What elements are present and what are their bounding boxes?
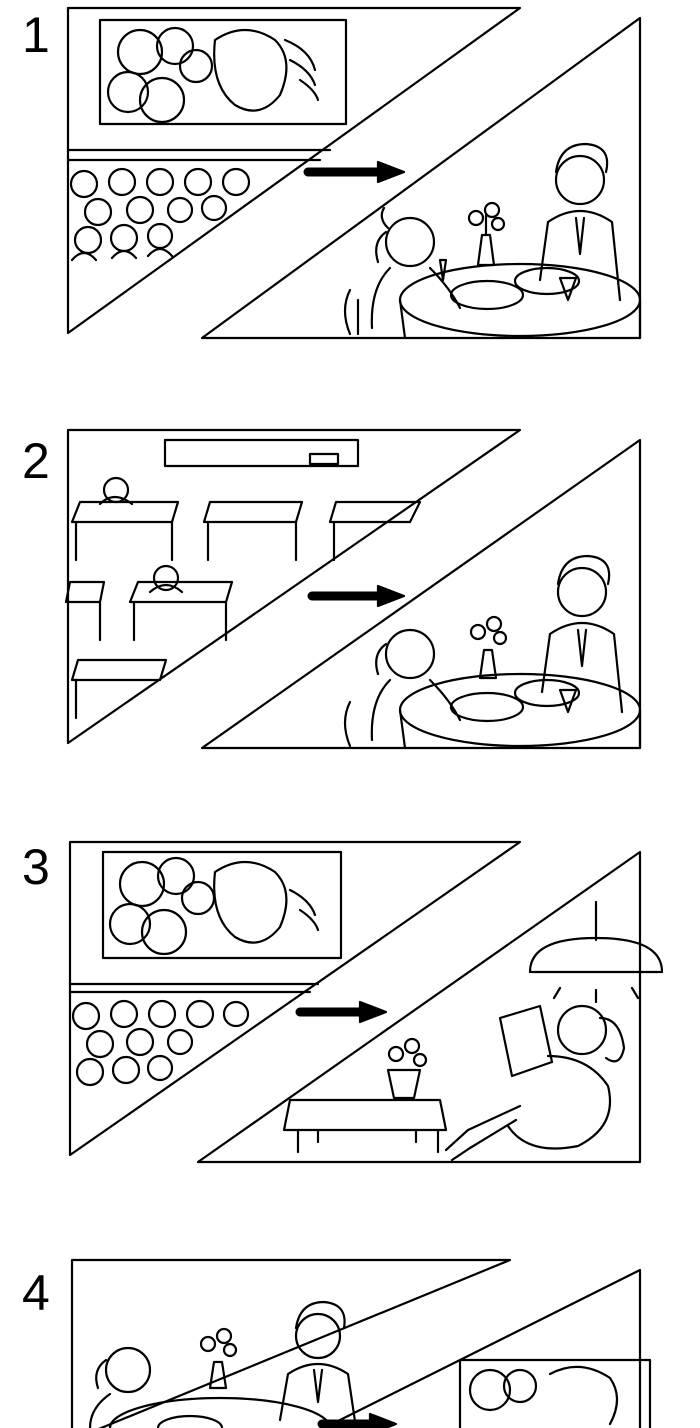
right-frame (198, 852, 640, 1162)
picture-panel-2: 2 (0, 410, 700, 770)
panel-number: 1 (22, 7, 50, 63)
picture-panel-1: 1 (0, 0, 700, 360)
left-frame (72, 1260, 510, 1428)
right-frame (300, 1270, 640, 1428)
left-frame (70, 842, 520, 1155)
blackboard (165, 440, 358, 466)
book-icon (500, 1006, 552, 1076)
panel-illustration (0, 0, 700, 360)
panel-illustration (0, 830, 700, 1190)
flower-pot-icon (388, 1070, 420, 1098)
right-frame (202, 440, 640, 748)
picture-panel-3: 3 (0, 830, 700, 1190)
cinema-screen (460, 1360, 650, 1428)
left-frame (68, 8, 520, 333)
lamp-icon (530, 938, 662, 972)
panel-illustration (0, 410, 700, 770)
panel-number: 4 (22, 1265, 50, 1321)
panel-number: 2 (22, 433, 50, 489)
picture-panel-4: 4 (0, 1240, 700, 1428)
cinema-screen (103, 852, 341, 958)
panel-illustration (0, 1240, 700, 1428)
cinema-screen (100, 20, 346, 124)
right-frame (202, 18, 640, 338)
panel-number: 3 (22, 839, 50, 895)
